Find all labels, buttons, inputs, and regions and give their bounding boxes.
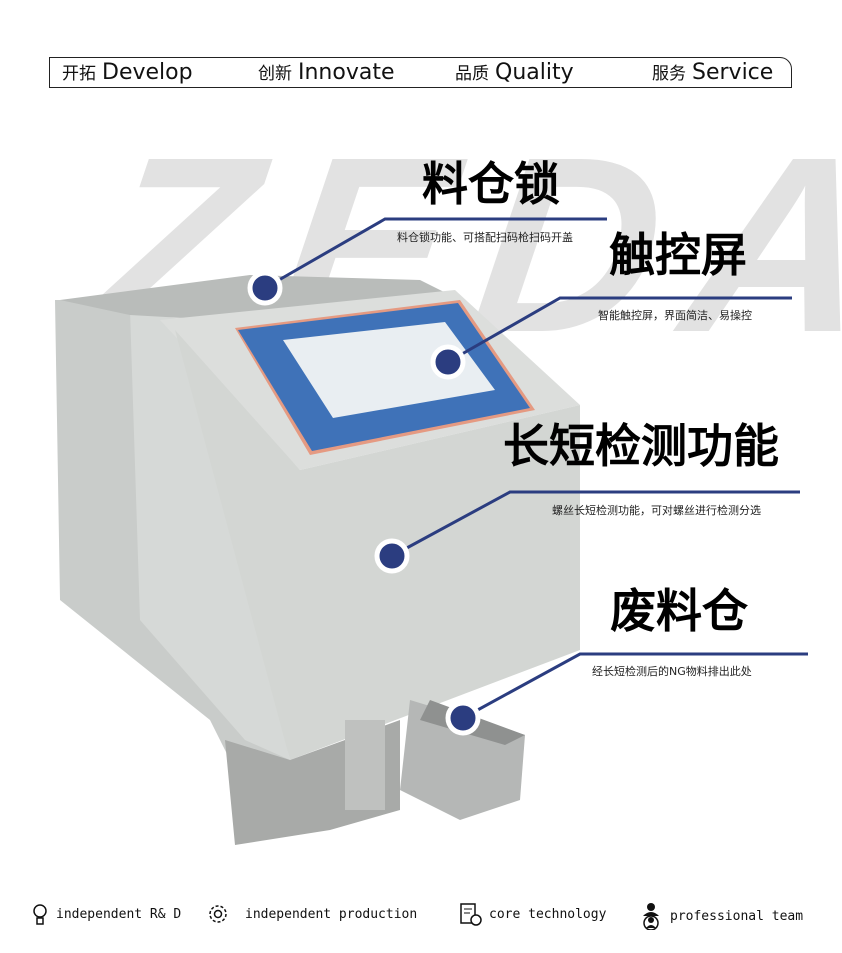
lightbulb-icon [33,904,47,925]
hotspot-hopper-lock [247,270,283,306]
nav-cn: 创新 [258,64,292,84]
feature-label: core technology [489,906,607,922]
nav-en: Innovate [298,60,395,85]
nav-en: Develop [102,60,193,85]
nav-cn: 开拓 [62,64,96,84]
callout-desc-hopper-lock: 料仓锁功能、可搭配扫码枪扫码开盖 [397,231,573,244]
callout-title-hopper-lock: 料仓锁 [422,157,560,211]
feature-label: independent production [245,906,418,922]
people-icon [643,903,659,930]
feature-team: professional team [638,902,803,930]
callout-line-touchscreen [447,296,792,364]
callout-title-waste-bin: 废料仓 [610,584,748,638]
nav-item-develop[interactable]: 开拓 Develop [62,59,193,88]
nav-en: Service [692,60,774,85]
machine-rail [345,720,385,810]
feature-production: independent production [205,902,417,926]
callout-desc-touchscreen: 智能触控屏，界面简洁、易操控 [598,309,752,322]
nav-cn: 服务 [652,64,686,84]
top-nav-bar: 开拓 Develop 创新 Innovate 品质 Quality 服务 Service [49,57,792,88]
callout-title-touchscreen: 触控屏 [609,228,747,282]
nav-item-innovate[interactable]: 创新 Innovate [258,59,395,88]
machine-front-left [130,310,290,760]
feature-label: professional team [670,908,804,924]
callout-desc-length-detection: 螺丝长短检测功能，可对螺丝进行检测分选 [552,504,761,517]
hotspot-length-detection [374,538,410,574]
machine-front-face [175,330,580,760]
nav-cn: 品质 [455,64,489,84]
feature-label: independent R& D [56,906,182,922]
hotspot-touchscreen [430,344,466,380]
callout-line-hopper-lock [264,217,607,290]
nav-en: Quality [495,60,574,85]
gear-icon [209,905,227,923]
callout-title-length-detection: 长短检测功能 [503,419,779,473]
nav-item-service[interactable]: 服务 Service [652,59,773,88]
feature-rnd: independent R& D [30,902,181,926]
feature-core-tech: core technology [459,902,606,926]
callout-line-waste-bin [462,652,808,720]
callout-desc-waste-bin: 经长短检测后的NG物料排出此处 [592,665,752,678]
callout-line-length-detection [391,490,800,558]
hotspot-waste-bin [445,700,481,736]
nav-item-quality[interactable]: 品质 Quality [455,59,574,88]
document-clock-icon [460,903,482,926]
